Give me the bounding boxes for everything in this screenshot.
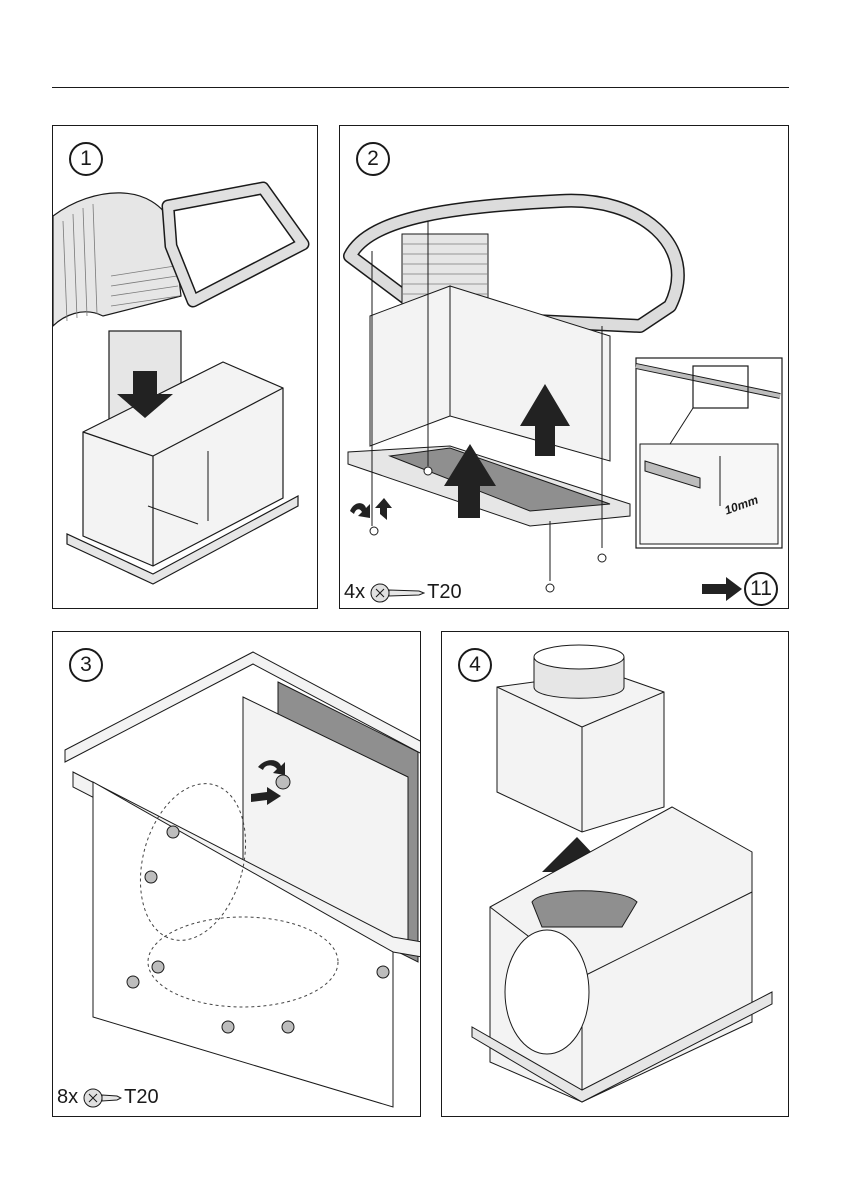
header-rule: [52, 87, 789, 88]
next-step-badge: 11: [744, 572, 778, 606]
screw-caption: 8x T20: [57, 1086, 159, 1109]
go-to-step-link[interactable]: 11: [702, 572, 778, 606]
step-number-badge: 3: [69, 648, 103, 682]
rotate-arrow-icon: [350, 498, 392, 520]
screw-icon: [82, 1087, 122, 1109]
screw-type: T20: [427, 581, 461, 604]
step-4-illustration: [442, 632, 789, 1117]
step-2-illustration: [340, 126, 789, 609]
step-number-badge: 2: [356, 142, 390, 176]
screw-count: 8x: [57, 1086, 78, 1109]
screw-count: 4x: [344, 581, 365, 604]
screw-caption: 4x T20: [344, 581, 462, 604]
step-3-illustration: [53, 632, 421, 1117]
right-arrow-icon: [702, 577, 744, 601]
step-1-panel: 1: [52, 125, 318, 609]
step-2-panel: 2 10mm 4x T20 11: [339, 125, 789, 609]
step-1-illustration: [53, 126, 318, 609]
step-number-badge: 4: [458, 648, 492, 682]
step-4-panel: 4: [441, 631, 789, 1117]
step-number-badge: 1: [69, 142, 103, 176]
step-3-panel: 3 8x T20: [52, 631, 421, 1117]
screw-icon: [369, 582, 425, 604]
screw-type: T20: [124, 1086, 158, 1109]
